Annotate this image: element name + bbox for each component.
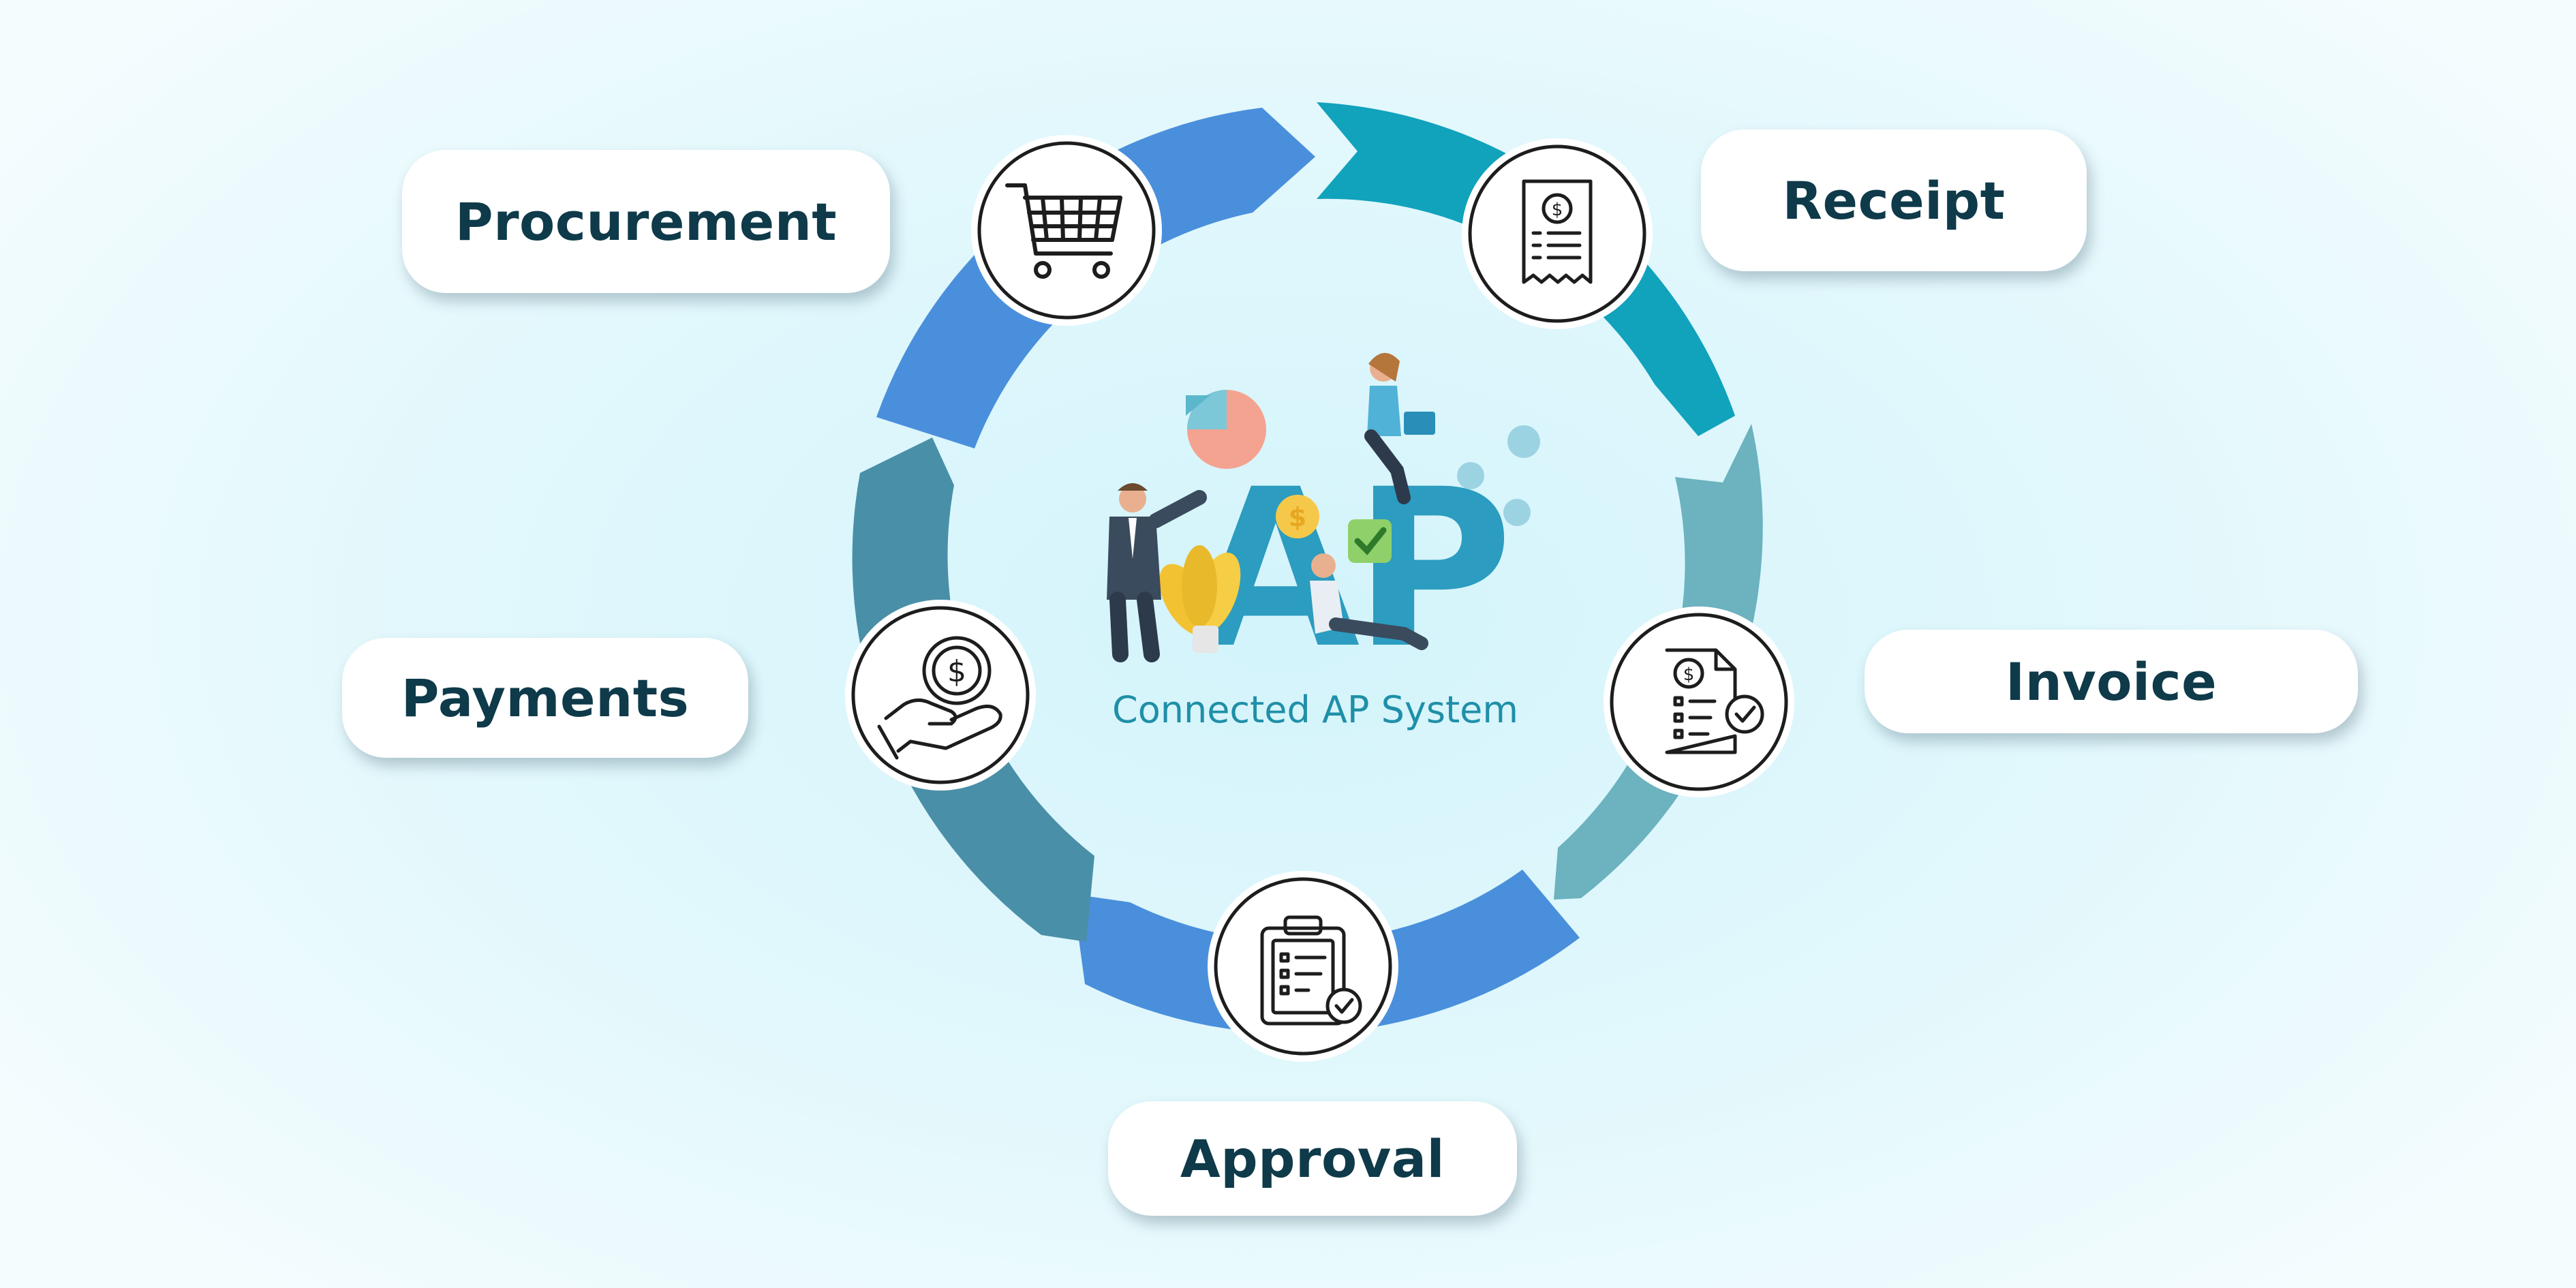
- shopping-cart-icon: [1005, 183, 1122, 279]
- node-receipt: $: [1462, 138, 1653, 329]
- node-payments: $: [845, 600, 1036, 791]
- node-invoice: $: [1604, 607, 1794, 797]
- pie-chart-icon: [1186, 390, 1266, 469]
- step-label-procurement: Procurement: [402, 150, 890, 293]
- arrow-segment-receipt: [1317, 102, 1735, 436]
- svg-text:$: $: [1683, 664, 1695, 685]
- ap-monogram: AP: [1191, 443, 1507, 696]
- user-avatar-icons: [1457, 425, 1540, 526]
- center-title: Connected AP System: [1112, 688, 1518, 731]
- step-label-receipt: Receipt: [1701, 129, 2087, 271]
- invoice-approved-icon: $: [1665, 648, 1764, 754]
- svg-text:$: $: [947, 654, 966, 689]
- plant-icon: [1159, 545, 1241, 653]
- arrow-segment-invoice: [1554, 424, 1763, 900]
- clipboard-check-icon: [1260, 915, 1362, 1026]
- svg-text:$: $: [1289, 502, 1306, 532]
- hand-coin-icon: $: [877, 636, 1002, 760]
- receipt-icon: $: [1522, 179, 1593, 284]
- svg-text:$: $: [1552, 200, 1563, 220]
- step-label-payments: Payments: [342, 638, 748, 758]
- arrow-segment-payments: [852, 438, 1094, 942]
- step-label-invoice: Invoice: [1865, 630, 2358, 733]
- woman-laptop-figure: [1364, 352, 1435, 504]
- businessman-figure: [1107, 483, 1207, 662]
- seated-man-figure: [1310, 553, 1428, 650]
- node-approval: [1208, 871, 1398, 1062]
- node-procurement: [971, 135, 1162, 326]
- check-badge-icon: [1348, 519, 1392, 563]
- step-label-approval: Approval: [1108, 1101, 1517, 1216]
- coin-icon: $: [1276, 495, 1319, 538]
- center-illustration: AP $: [1107, 352, 1540, 696]
